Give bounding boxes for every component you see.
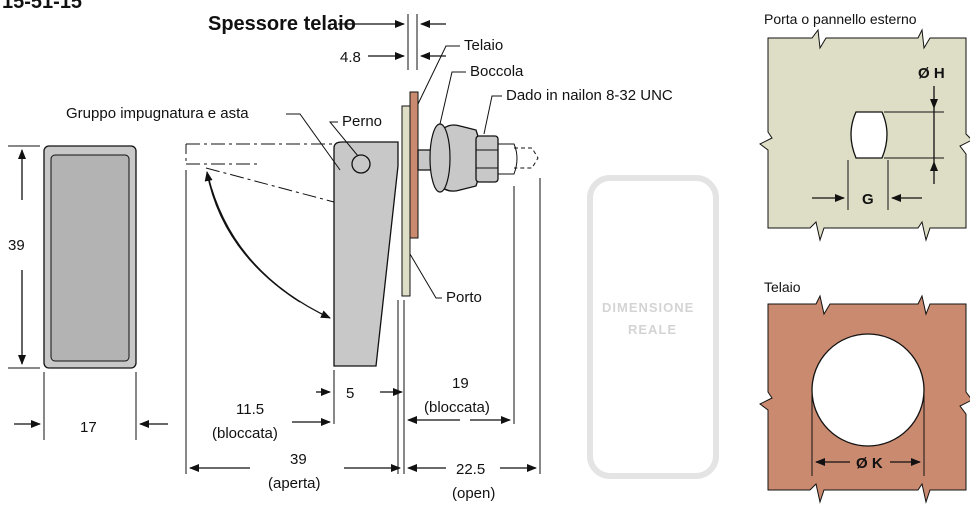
dim-22-5-note: (open) bbox=[452, 485, 495, 502]
pin-circle bbox=[351, 154, 371, 174]
actual-size-line1: DIMENSIONE bbox=[602, 300, 694, 315]
k-label: Ø K bbox=[856, 455, 883, 472]
label-handle-assembly: Gruppo impugnatura e asta bbox=[66, 105, 249, 122]
dim-39-open-label: 39 bbox=[290, 451, 307, 468]
main-view: Spessore telaio 4.8 Telaio bbox=[66, 13, 673, 502]
panel-cutout-title: Porta o pannello esterno bbox=[764, 11, 917, 27]
k-hole bbox=[811, 333, 925, 447]
side-view: 39 17 bbox=[8, 145, 168, 440]
dim-22-5-label: 22.5 bbox=[456, 461, 485, 478]
handle-body bbox=[333, 141, 399, 367]
label-pin: Perno bbox=[342, 113, 382, 130]
dim-width-label: 17 bbox=[80, 419, 97, 436]
nylon-nut bbox=[475, 135, 499, 183]
thickness-dim-label: 4.8 bbox=[340, 49, 361, 66]
actual-size-badge: DIMENSIONE REALE bbox=[587, 175, 719, 479]
handle-front-inner bbox=[50, 154, 130, 362]
frame-cutout: Telaio Ø K bbox=[759, 279, 970, 504]
label-bushing: Boccola bbox=[470, 63, 524, 80]
h-label: Ø H bbox=[918, 65, 945, 82]
dim-11-5-label: 11.5 bbox=[236, 401, 264, 418]
door-plate bbox=[401, 105, 411, 297]
frame-thickness-title: Spessore telaio bbox=[208, 13, 356, 35]
dim-height-label: 39 bbox=[8, 237, 25, 254]
label-door: Porto bbox=[446, 289, 482, 306]
frame-plate bbox=[409, 91, 419, 239]
dim-11-5-note: (bloccata) bbox=[212, 425, 278, 442]
label-nut: Dado in nailon 8-32 UNC bbox=[506, 87, 673, 104]
dim-5-label: 5 bbox=[346, 385, 354, 402]
d-hole bbox=[850, 111, 888, 159]
dim-39-open-note: (aperta) bbox=[268, 475, 321, 492]
part-number-fragment: 15-51-15 bbox=[2, 0, 82, 13]
panel-cutout: Porta o pannello esterno Ø H G bbox=[759, 11, 970, 242]
actual-size-line2: REALE bbox=[628, 322, 677, 337]
dim-19-note: (bloccata) bbox=[424, 399, 490, 416]
label-frame: Telaio bbox=[464, 37, 503, 54]
dim-19-label: 19 bbox=[452, 375, 469, 392]
frame-cutout-title: Telaio bbox=[764, 279, 801, 295]
g-label: G bbox=[862, 191, 874, 208]
